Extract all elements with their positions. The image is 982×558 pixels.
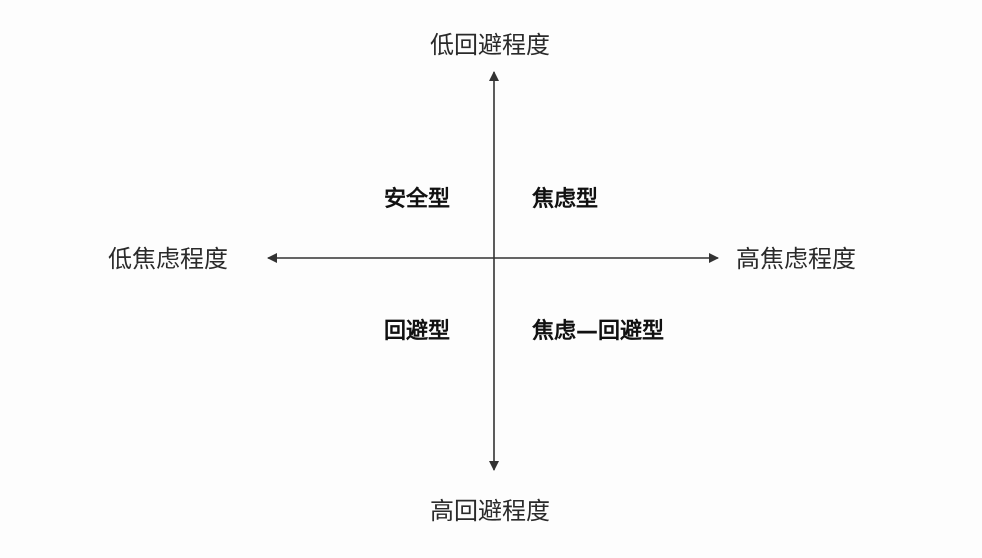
axis-label-bottom: 高回避程度 — [430, 497, 550, 525]
axis-label-top: 低回避程度 — [430, 31, 550, 59]
quadrant-label-anxious: 焦虑型 — [532, 187, 599, 212]
quadrant-label-anxious-avoidant: 焦虑—回避型 — [532, 319, 665, 344]
axis-label-right: 高焦虑程度 — [736, 245, 856, 273]
quadrant-label-avoidant: 回避型 — [384, 319, 451, 344]
axis-label-left: 低焦虑程度 — [108, 245, 228, 273]
quadrant-label-secure: 安全型 — [384, 187, 451, 212]
